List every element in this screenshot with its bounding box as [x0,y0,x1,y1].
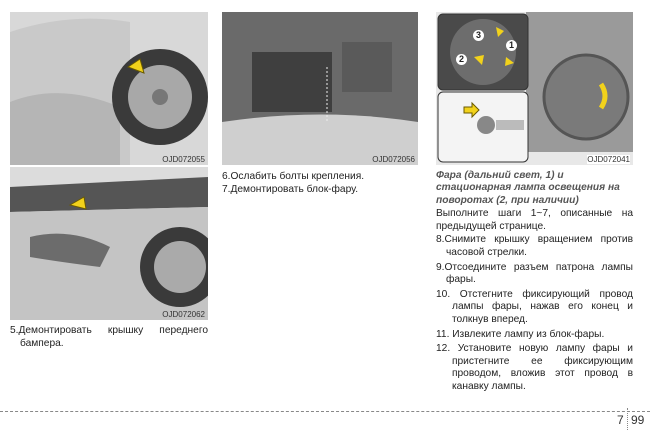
figure-caption: OJD072055 [162,155,205,164]
step-12: 12. Установите новую лампу фары и присте… [436,343,633,392]
section-heading: Фара (дальний свет, 1) и стационарная ла… [436,170,620,206]
step-8: 8.Снимите крышку вращением против часово… [436,234,633,258]
step-9: 9.Отсоедините разъем патрона лампы фары. [436,261,633,286]
figure-caption: OJD072056 [372,155,415,164]
callout-2: 2 [456,54,467,65]
wheel-arch-illustration [10,18,208,165]
callout-3: 3 [473,30,484,41]
footer-divider [0,411,650,412]
figure-caption: OJD072041 [587,155,630,164]
figure-wheel-arch: OJD072055 [10,12,208,165]
figure-headlamp-bulb: 1 2 3 OJD072041 [436,12,633,165]
front-bumper-illustration [10,177,208,320]
section-number: 7 [617,413,624,427]
headlamp-illustration [437,12,633,163]
engine-bay-illustration [222,42,418,165]
column3-text: Фара (дальний свет, 1) и стационарная ла… [436,170,633,394]
page-number-separator [627,408,628,430]
step-7: 7.Демонтировать блок-фару. [222,183,359,195]
step-11: 11. Извлеките лампу из блок-фары. [436,328,605,340]
column2-text: 6.Ослабить болты крепления. 7.Демонтиров… [222,171,418,196]
callout-1: 1 [506,40,517,51]
figure-caption: OJD072062 [162,310,205,319]
page-number: 99 [631,413,645,427]
figure-front-bumper: OJD072062 [10,167,208,320]
step-10: 10. Отстегните фиксирующий провод лампы … [436,288,633,325]
step-6: 6.Ослабить болты крепления. [222,171,365,182]
figure-engine-bay: OJD072056 [222,12,418,165]
intro-text: Выполните шаги 1~7, описанные на предыду… [436,208,633,232]
step-5: 5.Демонтировать крышку переднего бампера… [10,325,208,349]
column1-text: 5.Демонтировать крышку переднего бампера… [10,325,208,350]
